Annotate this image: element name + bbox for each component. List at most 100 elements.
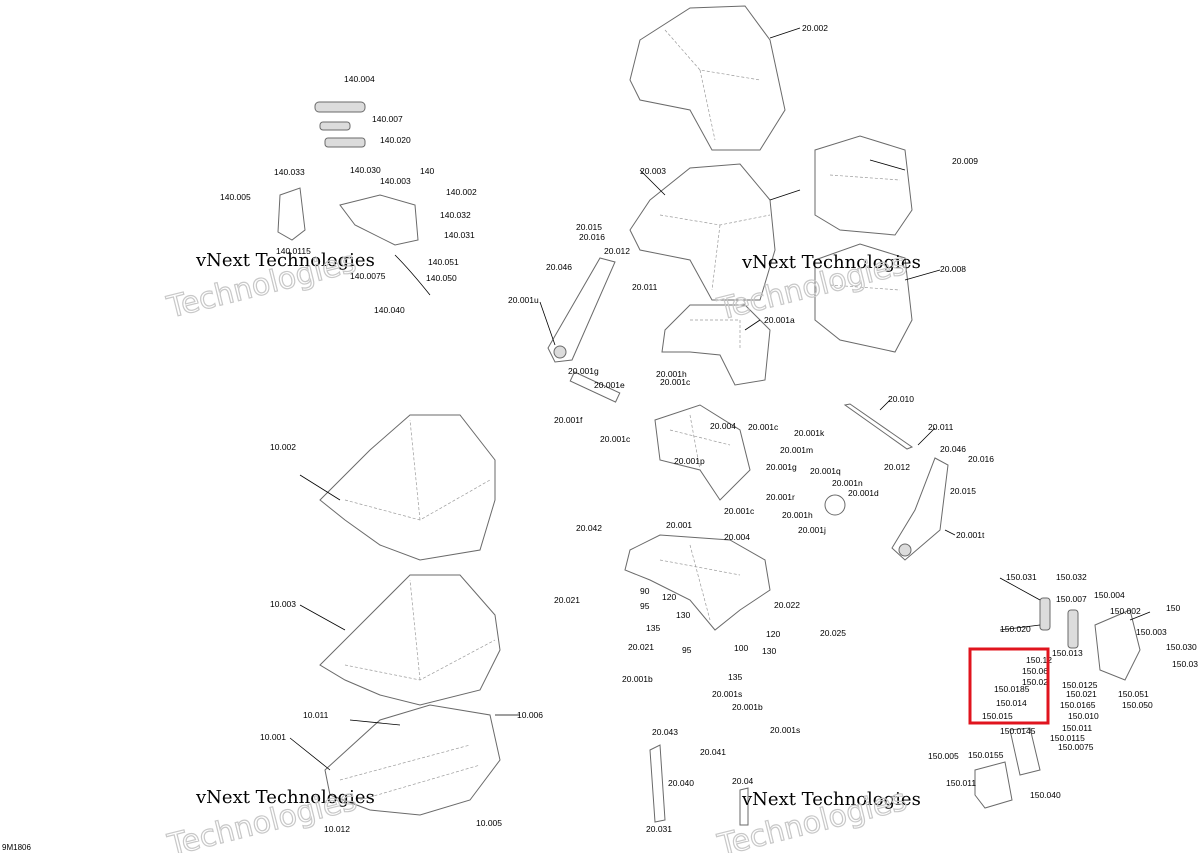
seat-part-10-002 — [319, 414, 496, 561]
callout: 10.002 — [270, 442, 296, 452]
callout: 150.030 — [1166, 642, 1197, 652]
callout: 20.001g — [766, 462, 797, 472]
callout: 10.001 — [260, 732, 286, 742]
highlight-box — [968, 647, 1050, 725]
callout: 20.001 — [666, 520, 692, 530]
callout: 150.021 — [1066, 689, 1097, 699]
callout: 20.021 — [554, 595, 580, 605]
rod-part-20-010 — [843, 403, 914, 450]
callout: 20.001b — [622, 674, 653, 684]
callout: 20.011 — [632, 282, 658, 292]
callout: 150.005 — [928, 751, 959, 761]
callout: 10.003 — [270, 599, 296, 609]
callout: 150.002 — [1110, 606, 1141, 616]
callout: 20.046 — [940, 444, 966, 454]
callout: 20.022 — [774, 600, 800, 610]
callout: 10.005 — [476, 818, 502, 828]
callout: 140.033 — [274, 167, 305, 177]
callout: 150 — [1166, 603, 1180, 613]
callout: 100 — [734, 643, 748, 653]
callout: 140.040 — [374, 305, 405, 315]
watermark-bottom-right: vNext Technologies Technologies — [713, 782, 921, 853]
callout: 20.001f — [554, 415, 583, 425]
callout: 20.001d — [848, 488, 879, 498]
callout: 150.020 — [1000, 624, 1031, 634]
callout: 140.005 — [220, 192, 251, 202]
callout: 10.006 — [517, 710, 543, 720]
callout: 140.002 — [446, 187, 477, 197]
callout: 140 — [420, 166, 434, 176]
watermark-text: vNext Technologies — [195, 787, 375, 808]
callout: 150.0145 — [1000, 726, 1036, 736]
figure-id: 9M1806 — [2, 843, 31, 852]
callout: 20.009 — [952, 156, 978, 166]
callout: 20.001c — [724, 506, 755, 516]
callout: 150.015 — [982, 711, 1013, 721]
callout: 140.030 — [350, 165, 381, 175]
callout: 20.001p — [674, 456, 705, 466]
callout: 140.0115 — [276, 246, 311, 256]
callout: 10.011 — [303, 710, 329, 720]
callout: 120 — [766, 629, 780, 639]
callout: 20.001h — [782, 510, 813, 520]
callout: 95 — [682, 645, 692, 655]
strap-part-20-031 — [649, 744, 749, 826]
callout: 150.0185 — [994, 684, 1030, 694]
callout: 20.012 — [604, 246, 630, 256]
callout: 20.001m — [780, 445, 813, 455]
callout: 140.003 — [380, 176, 411, 186]
backrest-part-20-009 — [814, 135, 913, 236]
callout: 150.12 — [1026, 655, 1052, 665]
callout: 20.016 — [579, 232, 605, 242]
callout: 140.004 — [344, 74, 375, 84]
callout: 20.015 — [576, 222, 602, 232]
watermark-left: vNext Technologies Technologies — [163, 244, 375, 326]
arm-part-20-001u — [547, 257, 616, 363]
callout: 20.010 — [888, 394, 914, 404]
callout: 20.001h — [656, 369, 687, 379]
callout: 20.001g — [568, 366, 599, 376]
callout: 20.021 — [628, 642, 654, 652]
watermark-text: vNext Technologies — [195, 250, 375, 271]
callout: 150.050 — [1122, 700, 1153, 710]
callout: 90 — [640, 586, 650, 596]
callout: 150.040 — [1030, 790, 1061, 800]
callout: 20.004 — [710, 421, 736, 431]
callout: 150.051 — [1118, 689, 1149, 699]
callout: 150.0125 — [1062, 680, 1098, 690]
handle-part-140 — [277, 101, 431, 296]
callout: 20.001c — [748, 422, 779, 432]
arm-part-20-001t — [891, 457, 949, 561]
callout: 150.0075 — [1058, 742, 1094, 752]
callout: 135 — [728, 672, 742, 682]
callout: 20.001a — [764, 315, 795, 325]
seat-part-10-003 — [319, 574, 501, 706]
callout: 150.06 — [1022, 666, 1048, 676]
backrest-part-20-008 — [814, 243, 913, 353]
callout: 130 — [762, 646, 776, 656]
callout: 20.001c — [660, 377, 691, 387]
callout: 150.013 — [1052, 648, 1083, 658]
callout: 20.012 — [884, 462, 910, 472]
callout: 20.001j — [798, 525, 826, 535]
callout: 130 — [676, 610, 690, 620]
callout: 135 — [646, 623, 660, 633]
mechanism-part-20-001p — [569, 371, 846, 516]
callout: 20.015 — [950, 486, 976, 496]
watermark-bottom-left: vNext Technologies Technologies — [163, 782, 375, 853]
callout: 20.001t — [956, 530, 985, 540]
callout: 20.016 — [968, 454, 994, 464]
callout: 10.012 — [324, 824, 350, 834]
callout: 20.04 — [732, 776, 754, 786]
callout: 20.031 — [646, 824, 672, 834]
callout: 20.025 — [820, 628, 846, 638]
callout: 20.004 — [724, 532, 750, 542]
callout-labels: 140.004 140.007 140.020 140.033 140.030 … — [220, 23, 1198, 834]
callout: 150.011 — [946, 778, 976, 788]
callout: 20.001n — [832, 478, 863, 488]
leader-lines — [289, 27, 1151, 771]
callout: 20.001k — [794, 428, 825, 438]
callout: 20.001e — [594, 380, 625, 390]
callout: 140.007 — [372, 114, 403, 124]
callout: 150.031 — [1006, 572, 1037, 582]
